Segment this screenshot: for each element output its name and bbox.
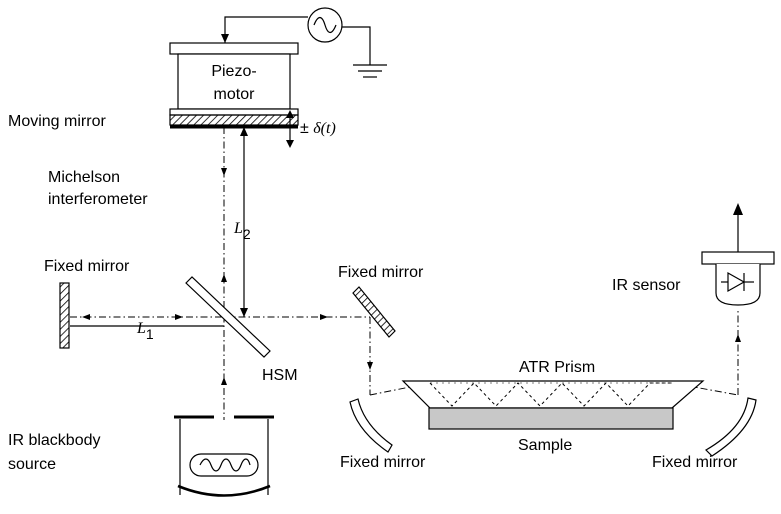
michelson-label-line1: Michelson (48, 169, 120, 186)
delta-function: δ(t) (313, 120, 336, 137)
l1-label: L1 (136, 320, 154, 342)
piezo-label-line2: motor (214, 86, 256, 103)
moving-mirror (169, 114, 299, 126)
atr-prism (401, 380, 705, 409)
fixed-mirror-mid (352, 286, 396, 338)
heating-coil-icon (199, 458, 251, 472)
displacement-label: ± δ(t) (300, 120, 336, 137)
fixed-mirror-left (59, 282, 70, 349)
fixed-mirror-bottom-left-label: Fixed mirror (340, 454, 426, 471)
l2-dimension (240, 127, 248, 317)
l2-subscript: 2 (243, 226, 251, 242)
fixed-mirror-mid-label: Fixed mirror (338, 264, 424, 281)
source-label-line2: source (8, 456, 56, 473)
l2-label: L2 (233, 220, 251, 242)
fixed-mirror-bottom-left (349, 398, 393, 453)
half-silvered-mirror (185, 276, 271, 358)
plus-minus-sign: ± (300, 120, 313, 137)
fixed-mirror-bottom-right-label: Fixed mirror (652, 454, 738, 471)
hsm-label: HSM (262, 367, 298, 384)
fixed-mirror-left-label: Fixed mirror (44, 258, 130, 275)
ir-sensor (701, 203, 775, 306)
beam-paths (70, 127, 741, 420)
moving-mirror-label: Moving mirror (8, 113, 106, 130)
piezo-motor: Piezo- motor (169, 42, 299, 116)
sample-label: Sample (518, 437, 572, 454)
atr-prism-label: ATR Prism (519, 359, 595, 376)
sample (428, 407, 674, 430)
fixed-mirror-bottom-right (705, 397, 757, 457)
michelson-label-line2: interferometer (48, 191, 148, 208)
ac-source-wiring (221, 7, 387, 78)
displacement-arrow (286, 110, 294, 148)
ir-sensor-label: IR sensor (612, 277, 681, 294)
ir-blackbody-source (174, 415, 274, 497)
piezo-label-line1: Piezo- (211, 63, 256, 80)
ground-icon (353, 64, 387, 78)
source-label-line1: IR blackbody (8, 432, 101, 449)
diode-icon (721, 271, 754, 293)
l1-subscript: 1 (146, 326, 154, 342)
